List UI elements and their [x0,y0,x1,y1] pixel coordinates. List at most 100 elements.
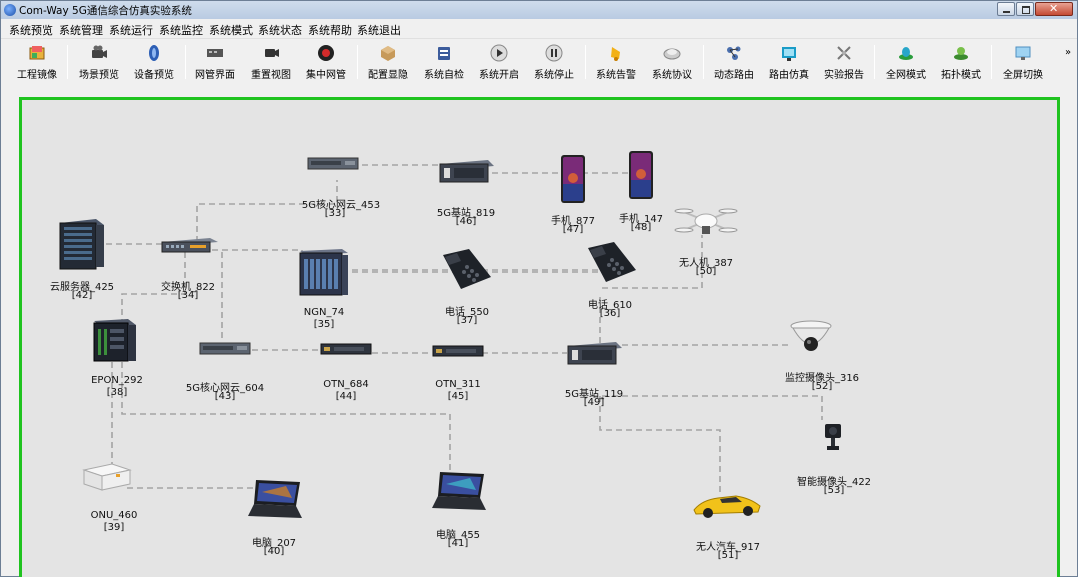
toolbar-label: 动态路由 [714,70,754,81]
toolbar-label: 系统协议 [652,70,692,81]
node-name: 交换机_822 [160,282,216,293]
base-station-icon [439,160,494,183]
toolbar-overflow-button[interactable]: » [1065,47,1072,58]
link [121,362,451,472]
telephone-icon [588,242,636,282]
toolbar-label: 实验报告 [824,70,864,81]
node-name: NGN_74 [303,307,345,318]
toolbar-label: 工程镜像 [17,70,57,81]
node-id: [46] [455,216,477,227]
maximize-button[interactable] [1016,2,1034,16]
menu-system-monitor[interactable]: 系统监控 [159,24,203,37]
base-station-icon [567,342,622,365]
node-name: 5G基站_819 [436,208,496,219]
menu-system-run[interactable]: 系统运行 [109,24,153,37]
node-id: [53] [823,485,845,496]
node-id: [52] [811,381,833,392]
toolbar-central-manager-button[interactable]: 集中网管 [302,42,350,82]
toolbar: 工程镜像 场景预览 设备预览 网管界面 重置视图 集中网管 配置显隐 [1,38,1077,83]
menu-bar: 系统预览 系统管理 系统运行 系统监控 系统模式 系统状态 系统帮助 系统退出 [1,19,1077,38]
pause-icon [545,44,563,62]
toolbar-label: 系统开启 [479,70,519,81]
phone-icon [561,155,585,203]
otn-icon [432,345,484,357]
epon-icon [93,319,136,362]
node-id: [37] [456,315,478,326]
node-name: 5G基站_119 [564,389,624,400]
node-name: ONU_460 [90,510,138,521]
onu-icon [82,463,132,491]
node-id: [45] [447,391,469,402]
toolbar-label: 全网模式 [886,70,926,81]
toolbar-reset-view-button[interactable]: 重置视图 [247,42,295,82]
link [592,395,823,420]
menu-system-preview[interactable]: 系统预览 [9,24,53,37]
route-sim-icon [782,47,796,61]
menu-system-status[interactable]: 系统状态 [258,24,302,37]
toolbar-separator [703,45,704,79]
toolbar-config-toggle-button[interactable]: 配置显隐 [363,42,413,82]
menu-system-mode[interactable]: 系统模式 [209,24,253,37]
menu-system-manage[interactable]: 系统管理 [59,24,103,37]
toolbar-scene-preview-button[interactable]: 场景预览 [75,42,123,82]
node-name: OTN_684 [323,379,369,390]
toolbar-label: 系统自检 [424,70,464,81]
toolbar-pause-button[interactable]: 系统停止 [529,42,579,82]
toolbar-play-button[interactable]: 系统开启 [474,42,524,82]
toolbar-topology-button[interactable]: 拓扑模式 [935,42,987,82]
node-id: [42] [71,290,93,301]
node-id: [38] [106,387,128,398]
toolbar-alarm-button[interactable]: 系统告警 [591,42,641,82]
toolbar-network-manager-button[interactable]: 网管界面 [191,42,239,82]
alarm-icon [611,47,620,61]
title-bar: Com-Way 5G通信综合仿真实验系统 [1,1,1077,19]
node-name: EPON_292 [91,375,143,386]
toolbar-full-network-button[interactable]: 全网模式 [880,42,932,82]
toolbar-route-sim-button[interactable]: 路由仿真 [764,42,814,82]
phone-icon [629,151,653,199]
dome-camera-icon [790,320,832,351]
protocol-icon [663,48,681,60]
central-manager-icon [318,45,334,61]
link [196,180,338,242]
toolbar-report-button[interactable]: 实验报告 [819,42,869,82]
toolbar-protocol-button[interactable]: 系统协议 [647,42,697,82]
node-id: [36] [599,308,621,319]
project-image-icon [29,46,45,60]
toolbar-label: 路由仿真 [769,70,809,81]
node-id: [50] [695,266,717,277]
toolbar-label: 系统告警 [596,70,636,81]
node-name: 手机_147 [618,214,664,225]
minimize-button[interactable] [997,2,1015,16]
toolbar-separator [67,45,68,79]
dynamic-route-icon [727,46,741,60]
toolbar-device-preview-button[interactable]: 设备预览 [130,42,178,82]
toolbar-label: 配置显隐 [368,70,408,81]
node-name: 电脑_455 [435,530,481,541]
node-id: [34] [177,290,199,301]
toolbar-label: 网管界面 [195,70,235,81]
menu-system-help[interactable]: 系统帮助 [308,24,352,37]
node-name: 无人机_387 [678,258,734,269]
window-title: Com-Way 5G通信综合仿真实验系统 [19,5,192,17]
reset-view-icon [265,49,279,57]
topology-icon [954,47,968,60]
node-name: 电话_610 [587,300,633,311]
toolbar-label: 场景预览 [79,70,119,81]
node-id: [39] [103,522,125,533]
menu-system-exit[interactable]: 系统退出 [357,24,401,37]
link [599,396,721,492]
self-check-icon [438,47,450,60]
toolbar-self-check-button[interactable]: 系统自检 [419,42,469,82]
link [602,235,703,289]
node-id: [43] [214,391,236,402]
node-name: OTN_311 [435,379,481,390]
toolbar-fullscreen-button[interactable]: 全屏切换 [997,42,1049,82]
topology-canvas[interactable]: 5G核心网云_453 [33] 5G基站_819 [46] 手机_877 [47… [19,97,1060,577]
toolbar-dynamic-route-button[interactable]: 动态路由 [709,42,759,82]
close-button[interactable] [1035,2,1073,16]
toolbar-separator [585,45,586,79]
otn-icon [320,343,372,355]
toolbar-project-image-button[interactable]: 工程镜像 [13,42,61,82]
node-id: [44] [335,391,357,402]
